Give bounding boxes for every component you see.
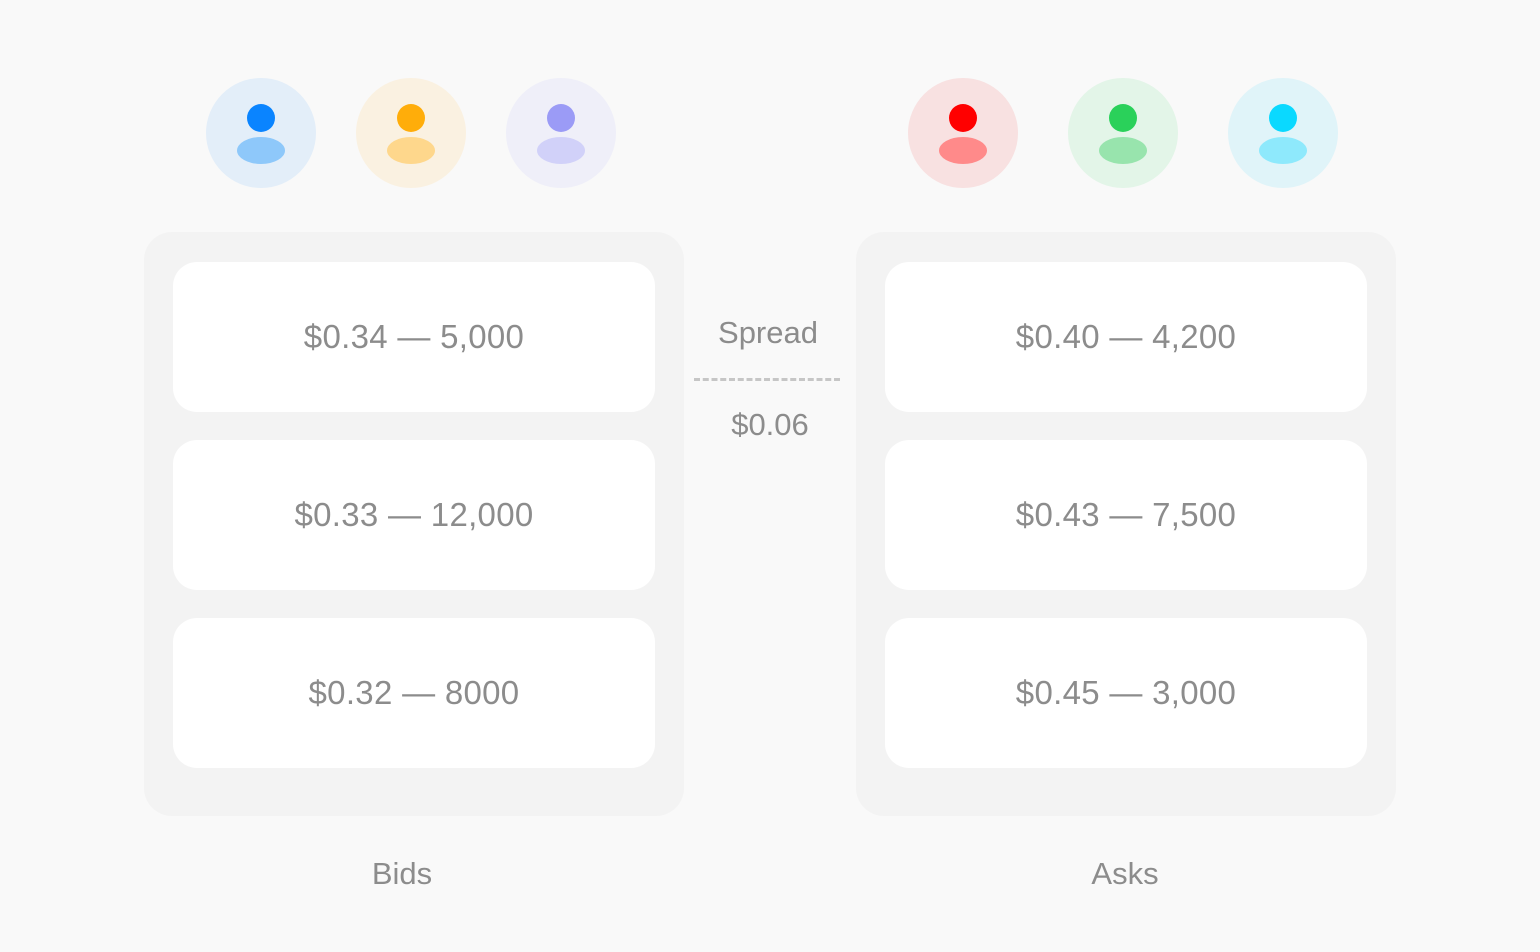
ask-order-row: $0.43 — 7,500 bbox=[885, 440, 1367, 590]
bidder-avatar-3 bbox=[506, 78, 616, 188]
user-icon-body bbox=[387, 137, 435, 164]
bid-order-row: $0.34 — 5,000 bbox=[173, 262, 655, 412]
bid-order-row: $0.32 — 8000 bbox=[173, 618, 655, 768]
asker-avatar-3 bbox=[1228, 78, 1338, 188]
asker-avatar-1 bbox=[908, 78, 1018, 188]
user-icon-head bbox=[397, 104, 425, 132]
user-icon-body bbox=[939, 137, 987, 164]
ask-order-row: $0.45 — 3,000 bbox=[885, 618, 1367, 768]
asker-avatar-2 bbox=[1068, 78, 1178, 188]
asks-label: Asks bbox=[1091, 856, 1159, 891]
bid-order-row: $0.33 — 12,000 bbox=[173, 440, 655, 590]
user-icon-head bbox=[547, 104, 575, 132]
asks-panel: $0.40 — 4,200 $0.43 — 7,500 $0.45 — 3,00… bbox=[856, 232, 1396, 816]
spread-value: $0.06 bbox=[731, 407, 809, 442]
bidder-avatar-1 bbox=[206, 78, 316, 188]
user-icon-head bbox=[247, 104, 275, 132]
user-icon-head bbox=[1109, 104, 1137, 132]
user-icon-body bbox=[1099, 137, 1147, 164]
bidder-avatar-2 bbox=[356, 78, 466, 188]
user-icon-body bbox=[237, 137, 285, 164]
user-icon-head bbox=[949, 104, 977, 132]
spread-divider bbox=[694, 378, 840, 381]
spread-label: Spread bbox=[718, 315, 818, 350]
user-icon-body bbox=[537, 137, 585, 164]
ask-order-row: $0.40 — 4,200 bbox=[885, 262, 1367, 412]
user-icon-body bbox=[1259, 137, 1307, 164]
bids-label: Bids bbox=[371, 856, 433, 891]
bids-panel: $0.34 — 5,000 $0.33 — 12,000 $0.32 — 800… bbox=[144, 232, 684, 816]
user-icon-head bbox=[1269, 104, 1297, 132]
